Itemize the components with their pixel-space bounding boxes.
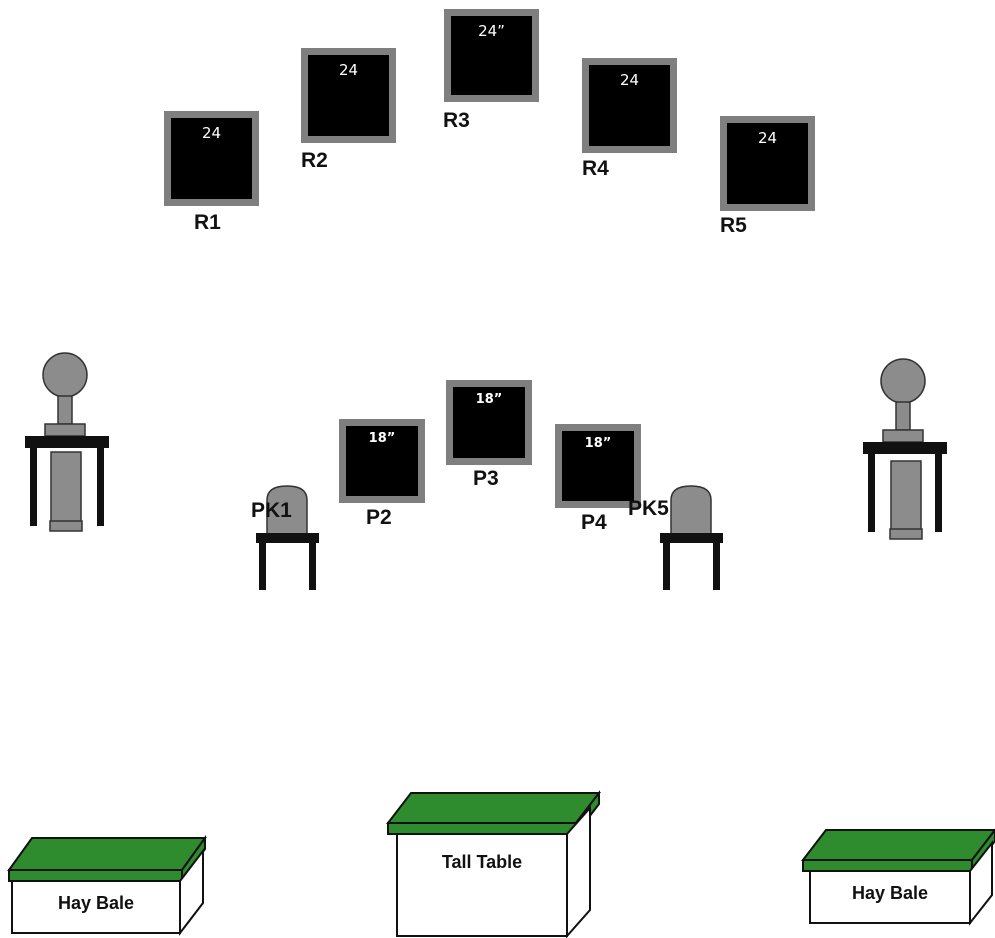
label-p4: P4: [581, 511, 607, 534]
label-p3: P3: [473, 467, 499, 490]
target-r2: 24: [301, 48, 396, 143]
target-p4-size: 18”: [584, 436, 612, 451]
chair-pk1: [256, 485, 319, 590]
target-r3-size: 24”: [478, 22, 505, 40]
left-standing-target: [25, 352, 109, 532]
label-r5: R5: [720, 214, 747, 237]
label-r1: R1: [194, 211, 221, 234]
center-tall-table: [385, 790, 602, 938]
target-r2-size: 24: [338, 61, 359, 79]
left-hay-bale: [7, 834, 207, 936]
target-r4: 24: [582, 58, 677, 153]
chair-pk5: [660, 485, 723, 590]
target-r4-size: 24: [619, 71, 640, 89]
label-r2: R2: [301, 149, 328, 172]
label-pk5: PK5: [628, 497, 669, 520]
target-r1: 24: [164, 111, 259, 206]
right-standing-target: [863, 358, 947, 540]
label-r4: R4: [582, 157, 609, 180]
label-r3: R3: [443, 109, 470, 132]
label-p2: P2: [366, 506, 392, 529]
label-left-hay-bale: Hay Bale: [57, 893, 135, 913]
target-p3-size: 18”: [475, 392, 503, 407]
target-p2: 18”: [339, 419, 425, 503]
target-p3: 18”: [446, 380, 532, 465]
label-right-hay-bale: Hay Bale: [851, 883, 929, 903]
target-p2-size: 18”: [368, 431, 396, 446]
target-r1-size: 24: [201, 124, 222, 142]
label-pk1: PK1: [251, 499, 292, 522]
label-tall-table: Tall Table: [441, 852, 523, 872]
right-hay-bale: [800, 828, 995, 926]
target-r5-size: 24: [757, 129, 778, 147]
target-p4: 18”: [555, 424, 641, 508]
target-r5: 24: [720, 116, 815, 211]
target-r3: 24”: [444, 9, 539, 102]
